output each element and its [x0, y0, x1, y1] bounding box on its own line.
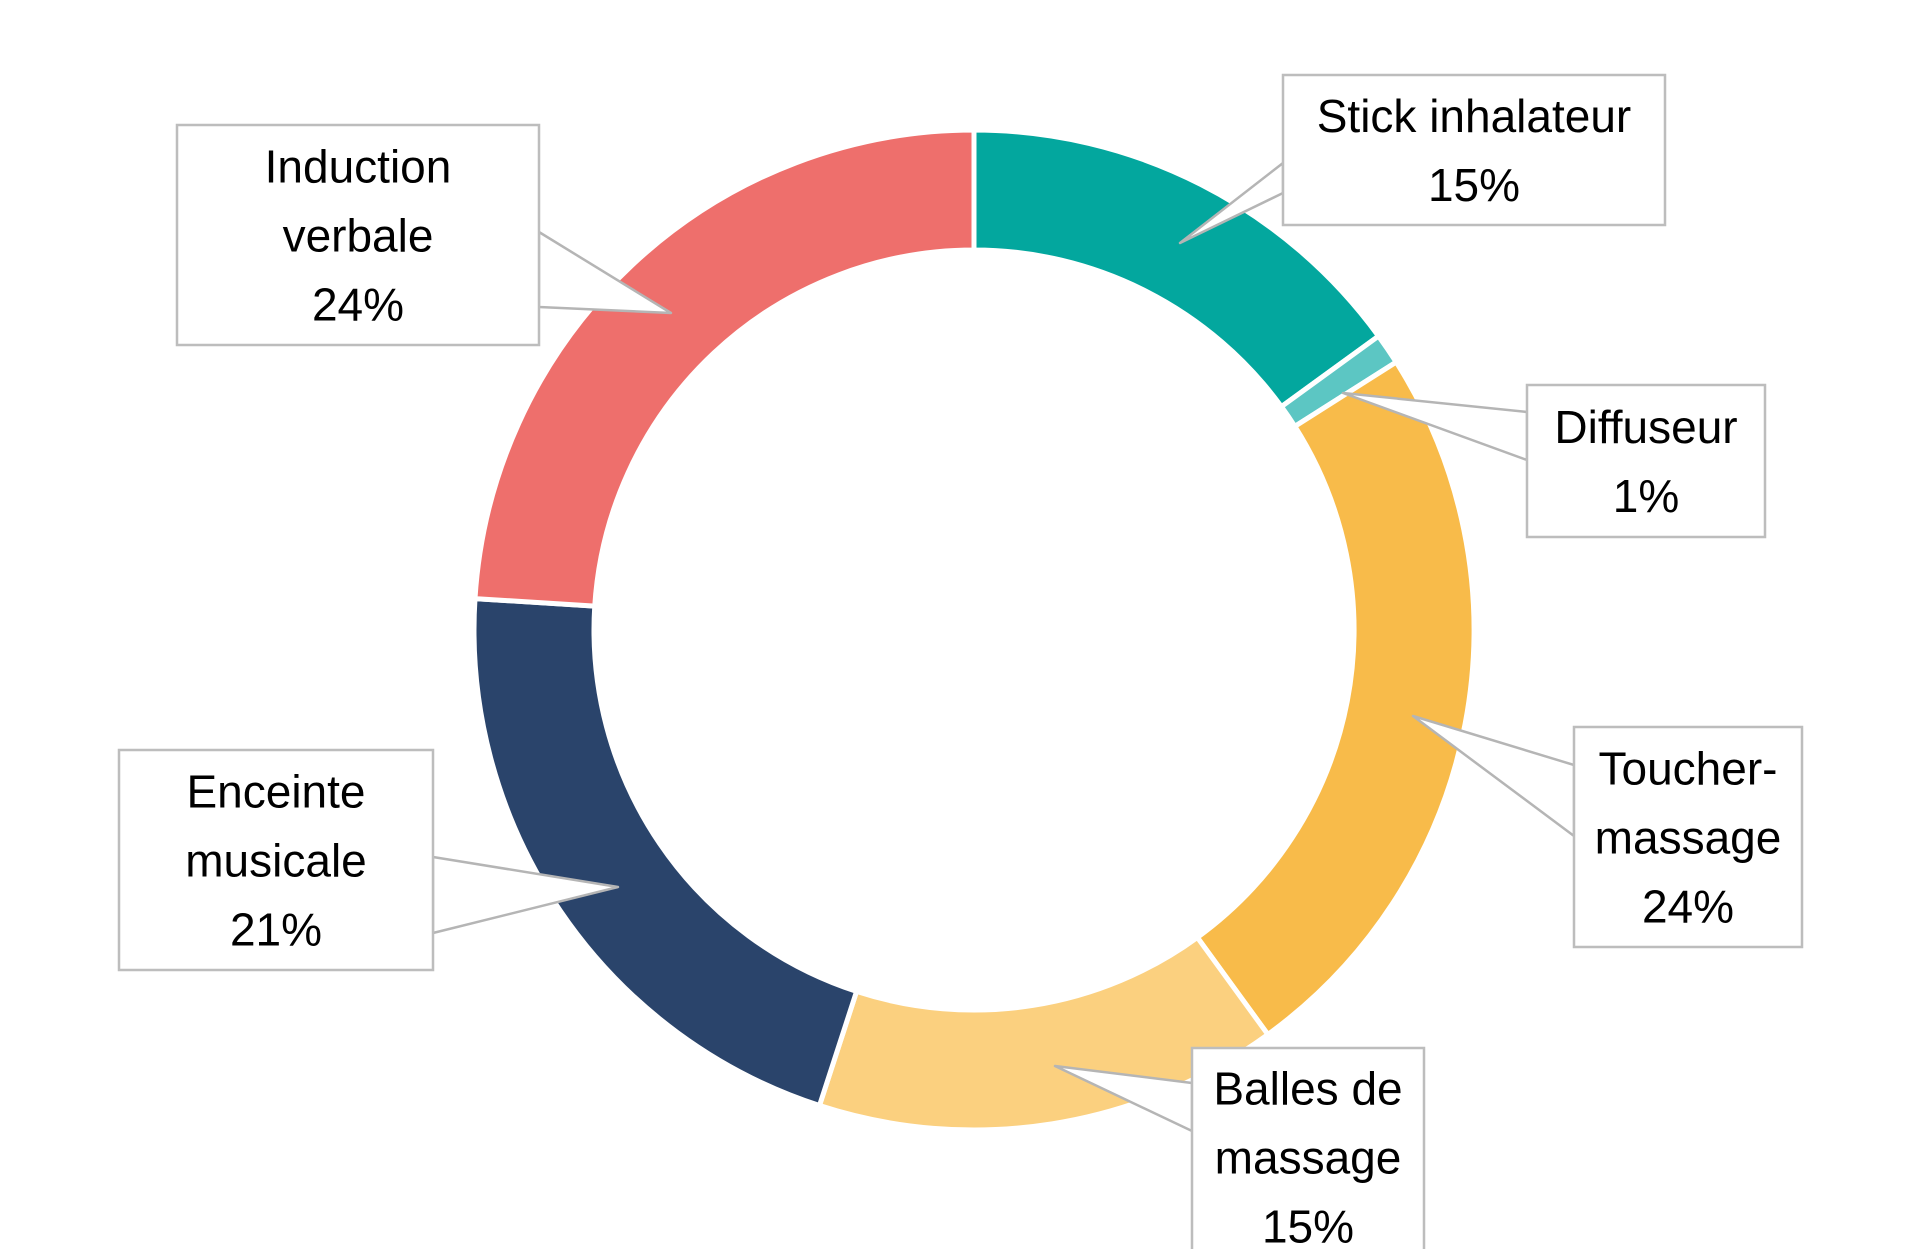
callout-enceinte-musicale: Enceinte musicale 21%	[117, 748, 435, 972]
callout-diffuseur: Diffuseur 1%	[1525, 383, 1767, 539]
callout-box	[1190, 1046, 1426, 1249]
callout-value-label: 15%	[1262, 1201, 1354, 1249]
callout-value-label: 21%	[230, 904, 322, 956]
callout-category-label: verbale	[283, 210, 434, 262]
callout-induction-verbale: Induction verbale 24%	[175, 123, 541, 347]
callout-leaders	[431, 161, 1576, 1133]
slice-induction-verbale	[472, 127, 977, 609]
callout-box	[1525, 383, 1767, 539]
callout-category-label: musicale	[185, 835, 367, 887]
callout-value-label: 24%	[312, 279, 404, 331]
callout-category-label: Balles de	[1213, 1063, 1402, 1115]
callout-value-label: 15%	[1428, 159, 1520, 211]
callout-category-label: Induction	[265, 141, 452, 193]
callout-category-label: Enceinte	[186, 766, 365, 818]
callout-category-label: massage	[1215, 1132, 1402, 1184]
callout-box	[1281, 73, 1667, 227]
callout-category-label: Stick inhalateur	[1317, 90, 1632, 142]
callout-balles-de-massage: Balles de massage 15%	[1190, 1046, 1426, 1249]
callout-value-label: 1%	[1613, 470, 1679, 522]
callout-category-label: Diffuseur	[1554, 401, 1737, 453]
callout-toucher-massage: Toucher-massage 24%	[1572, 725, 1804, 949]
callout-value-label: 24%	[1642, 881, 1734, 933]
callout-box	[175, 123, 541, 347]
doughnut-slices	[471, 127, 1477, 1133]
slice-enceinte-musicale	[471, 595, 860, 1109]
callout-labels: Stick inhalateur 15% Diffuseur 1% Toucher-ma…	[117, 73, 1804, 1249]
callout-stick-inhalateur: Stick inhalateur 15%	[1281, 73, 1667, 227]
callout-category-label: massage	[1595, 812, 1782, 864]
callout-box	[1572, 725, 1804, 949]
callout-box	[117, 748, 435, 972]
callout-category-label: Toucher-	[1599, 743, 1778, 795]
slice-toucher-massage	[1193, 358, 1477, 1039]
